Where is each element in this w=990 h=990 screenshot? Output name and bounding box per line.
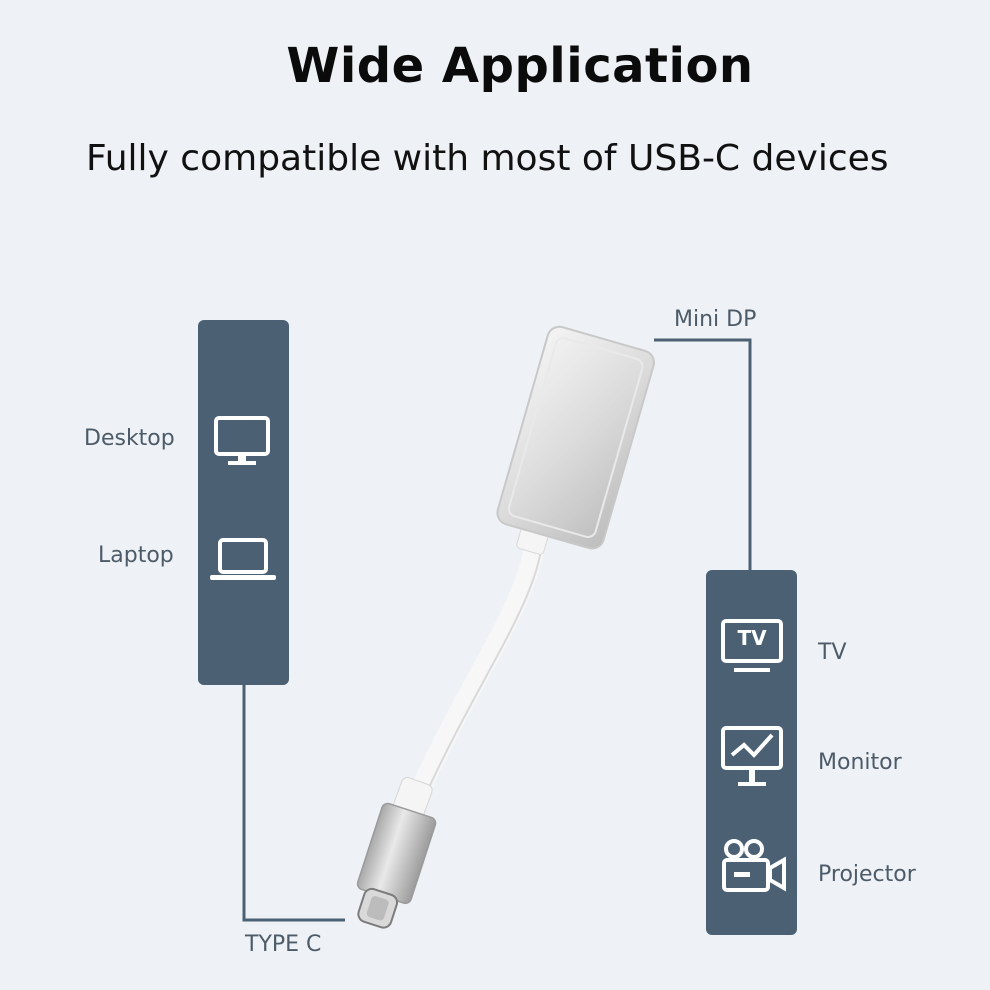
- tv-icon-text: TV: [737, 626, 767, 650]
- cable: [410, 530, 545, 800]
- desktop-monitor-icon: [213, 415, 275, 474]
- type-c-connector-line: [242, 685, 345, 922]
- desktop-label: Desktop: [84, 426, 175, 451]
- monitor-label: Monitor: [818, 750, 902, 775]
- projector-label: Projector: [818, 862, 916, 887]
- mini-dp-housing: [496, 325, 655, 550]
- projector-camera-icon: [720, 838, 786, 899]
- tv-icon: TV: [720, 618, 784, 681]
- computer-devices-panel: [198, 320, 289, 685]
- laptop-label: Laptop: [98, 543, 174, 568]
- mini-dp-connector-line: [654, 338, 752, 570]
- type-c-plug: [356, 802, 437, 929]
- laptop-icon: [208, 537, 278, 590]
- type-c-label: TYPE C: [245, 932, 322, 957]
- monitor-chart-icon: [720, 725, 784, 796]
- tv-label: TV: [818, 640, 847, 665]
- mini-dp-label: Mini DP: [674, 307, 757, 332]
- page-title: Wide Application: [286, 38, 754, 94]
- page-subtitle: Fully compatible with most of USB-C devi…: [86, 138, 889, 179]
